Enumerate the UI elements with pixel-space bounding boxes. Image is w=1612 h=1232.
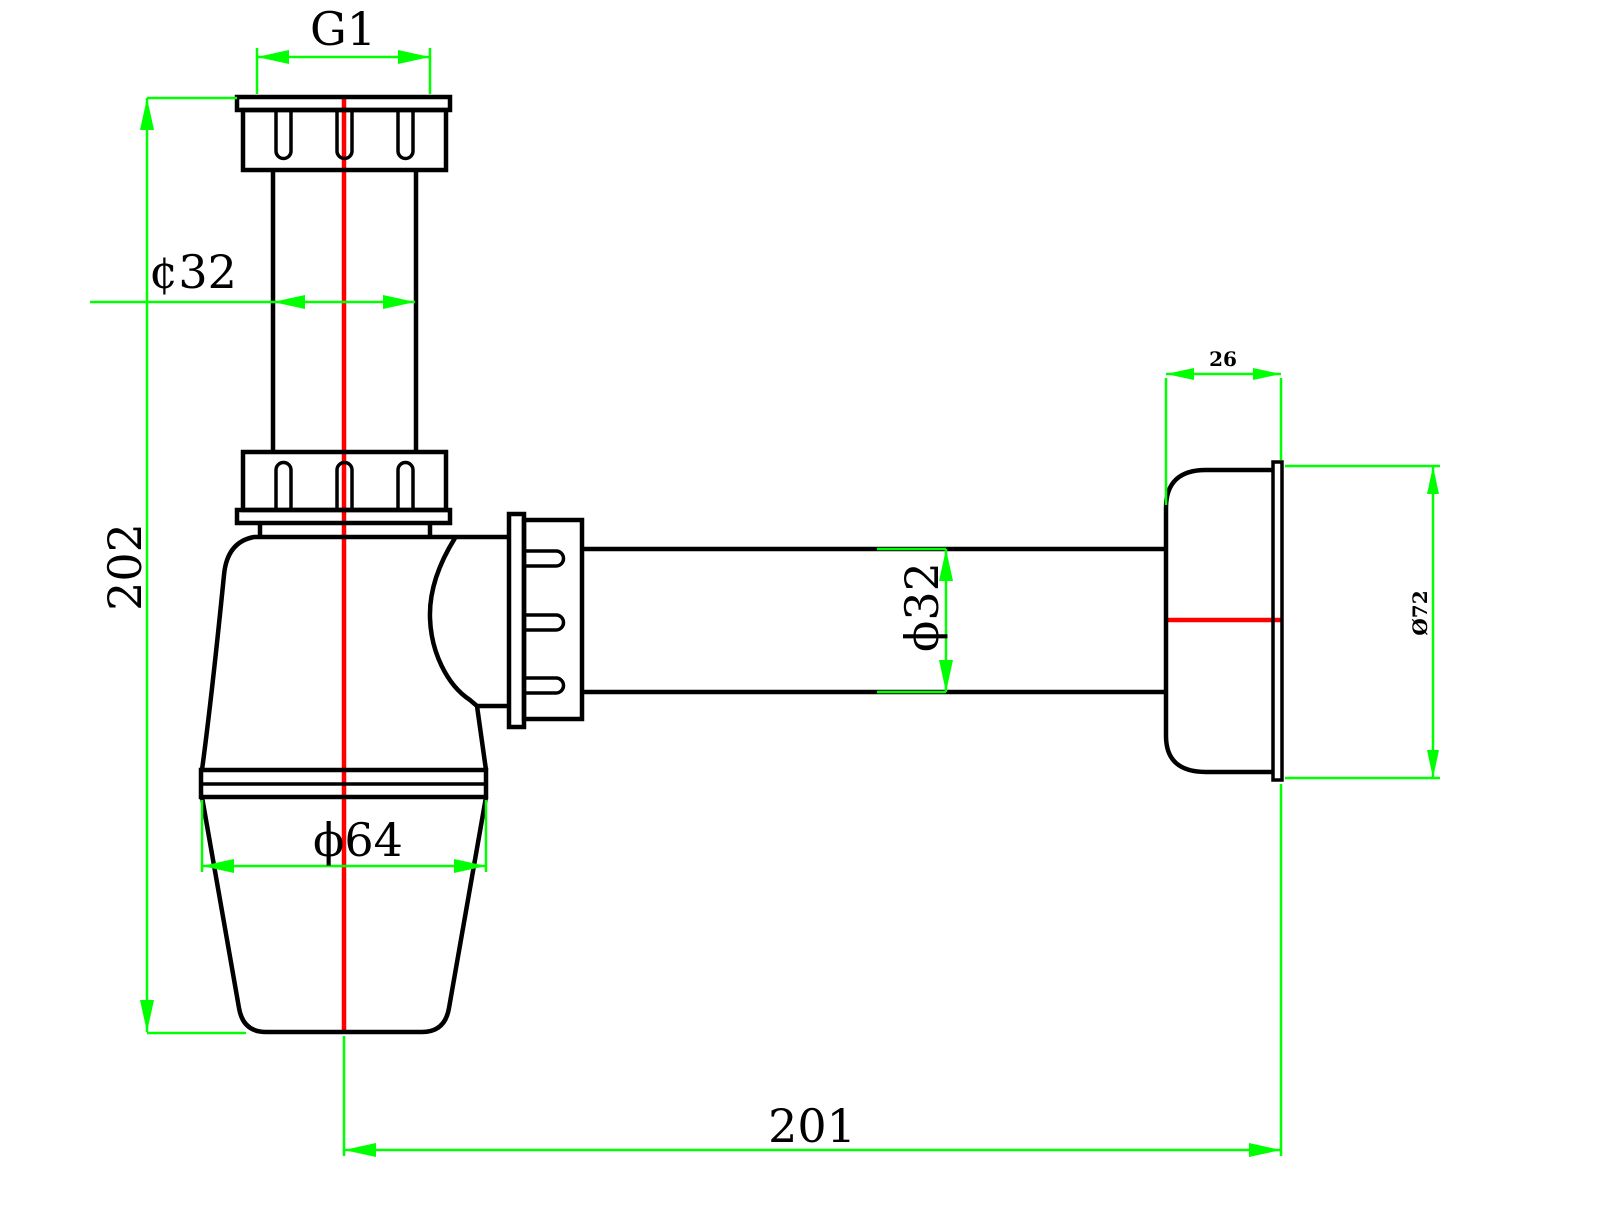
d32-arrow-bottom [939,660,953,692]
body-right-curve [427,536,509,709]
h202-arrow-bottom [140,1000,154,1032]
d72-arrow-bottom [1427,750,1439,778]
top-nut-slot-3 [396,112,415,161]
g1-arrow-left [257,50,289,64]
dim-flange-diameter: Ø72 [1285,464,1440,780]
outlet-nut-slot-2 [526,613,566,632]
lower-nut-flange [234,507,453,526]
centerlines [341,97,1281,1032]
cup-top [1163,467,1273,509]
c32-arrow-right [383,295,415,309]
dim-label-overall-height: 202 [98,523,152,611]
d26-arrow-left [1166,368,1194,380]
dim-cup-diameter: ϕ64 [200,800,488,873]
lower-nut-slot-2 [335,460,354,510]
d32-arrow-top [939,549,953,581]
g1-arrow-right [398,50,430,64]
d64-arrow-right [454,859,486,873]
l201-arrow-left [344,1143,376,1157]
dim-flange-depth: 26 [1164,347,1283,505]
dim-overall-height: 202 [98,96,246,1035]
outlet-nut-slot-1 [526,549,566,568]
c32-arrow-left [273,295,305,309]
outlet-pipe [582,546,1166,695]
dim-label-flange-depth: 26 [1209,347,1237,371]
top-nut-slot-2 [335,112,354,161]
d64-arrow-left [202,859,234,873]
lower-nut-slot-1 [274,460,293,510]
h202-arrow-top [140,98,154,130]
dim-label-cup-diameter: ϕ64 [313,813,403,867]
d26-arrow-right [1253,368,1281,380]
d72-arrow-top [1427,466,1439,494]
dim-label-inlet-diameter: ¢32 [149,245,237,299]
body-top-and-left-shoulder [199,534,509,771]
lower-inlet-nut [234,449,453,537]
dim-label-outlet-pipe-diameter: ϕ32 [895,562,949,652]
lower-nut-slot-3 [396,460,415,510]
top-nut-body [240,107,449,173]
l201-arrow-right [1249,1143,1281,1157]
top-inlet-nut [234,94,453,173]
body-right-wall [474,705,489,771]
dim-thread-g1: G1 [255,2,432,94]
inlet-pipe [270,170,419,452]
trap-body [198,534,509,1035]
dim-outlet-pipe-diameter: ϕ32 [877,547,953,694]
lower-cup [199,796,489,1035]
wall-flange-plate [1271,460,1284,782]
dim-label-overall-length: 201 [768,1099,856,1153]
dim-label-flange-diameter: Ø72 [1408,590,1432,635]
outlet-nut-slot-3 [526,676,566,695]
cup-bottom [1163,735,1273,775]
top-nut-slot-1 [274,112,293,161]
outlet-nut [506,511,585,730]
dim-inlet-diameter: ¢32 [90,245,415,309]
dim-label-thread: G1 [310,2,376,56]
dim-overall-length: 201 [342,784,1283,1157]
outlet-nut-body [521,517,585,722]
